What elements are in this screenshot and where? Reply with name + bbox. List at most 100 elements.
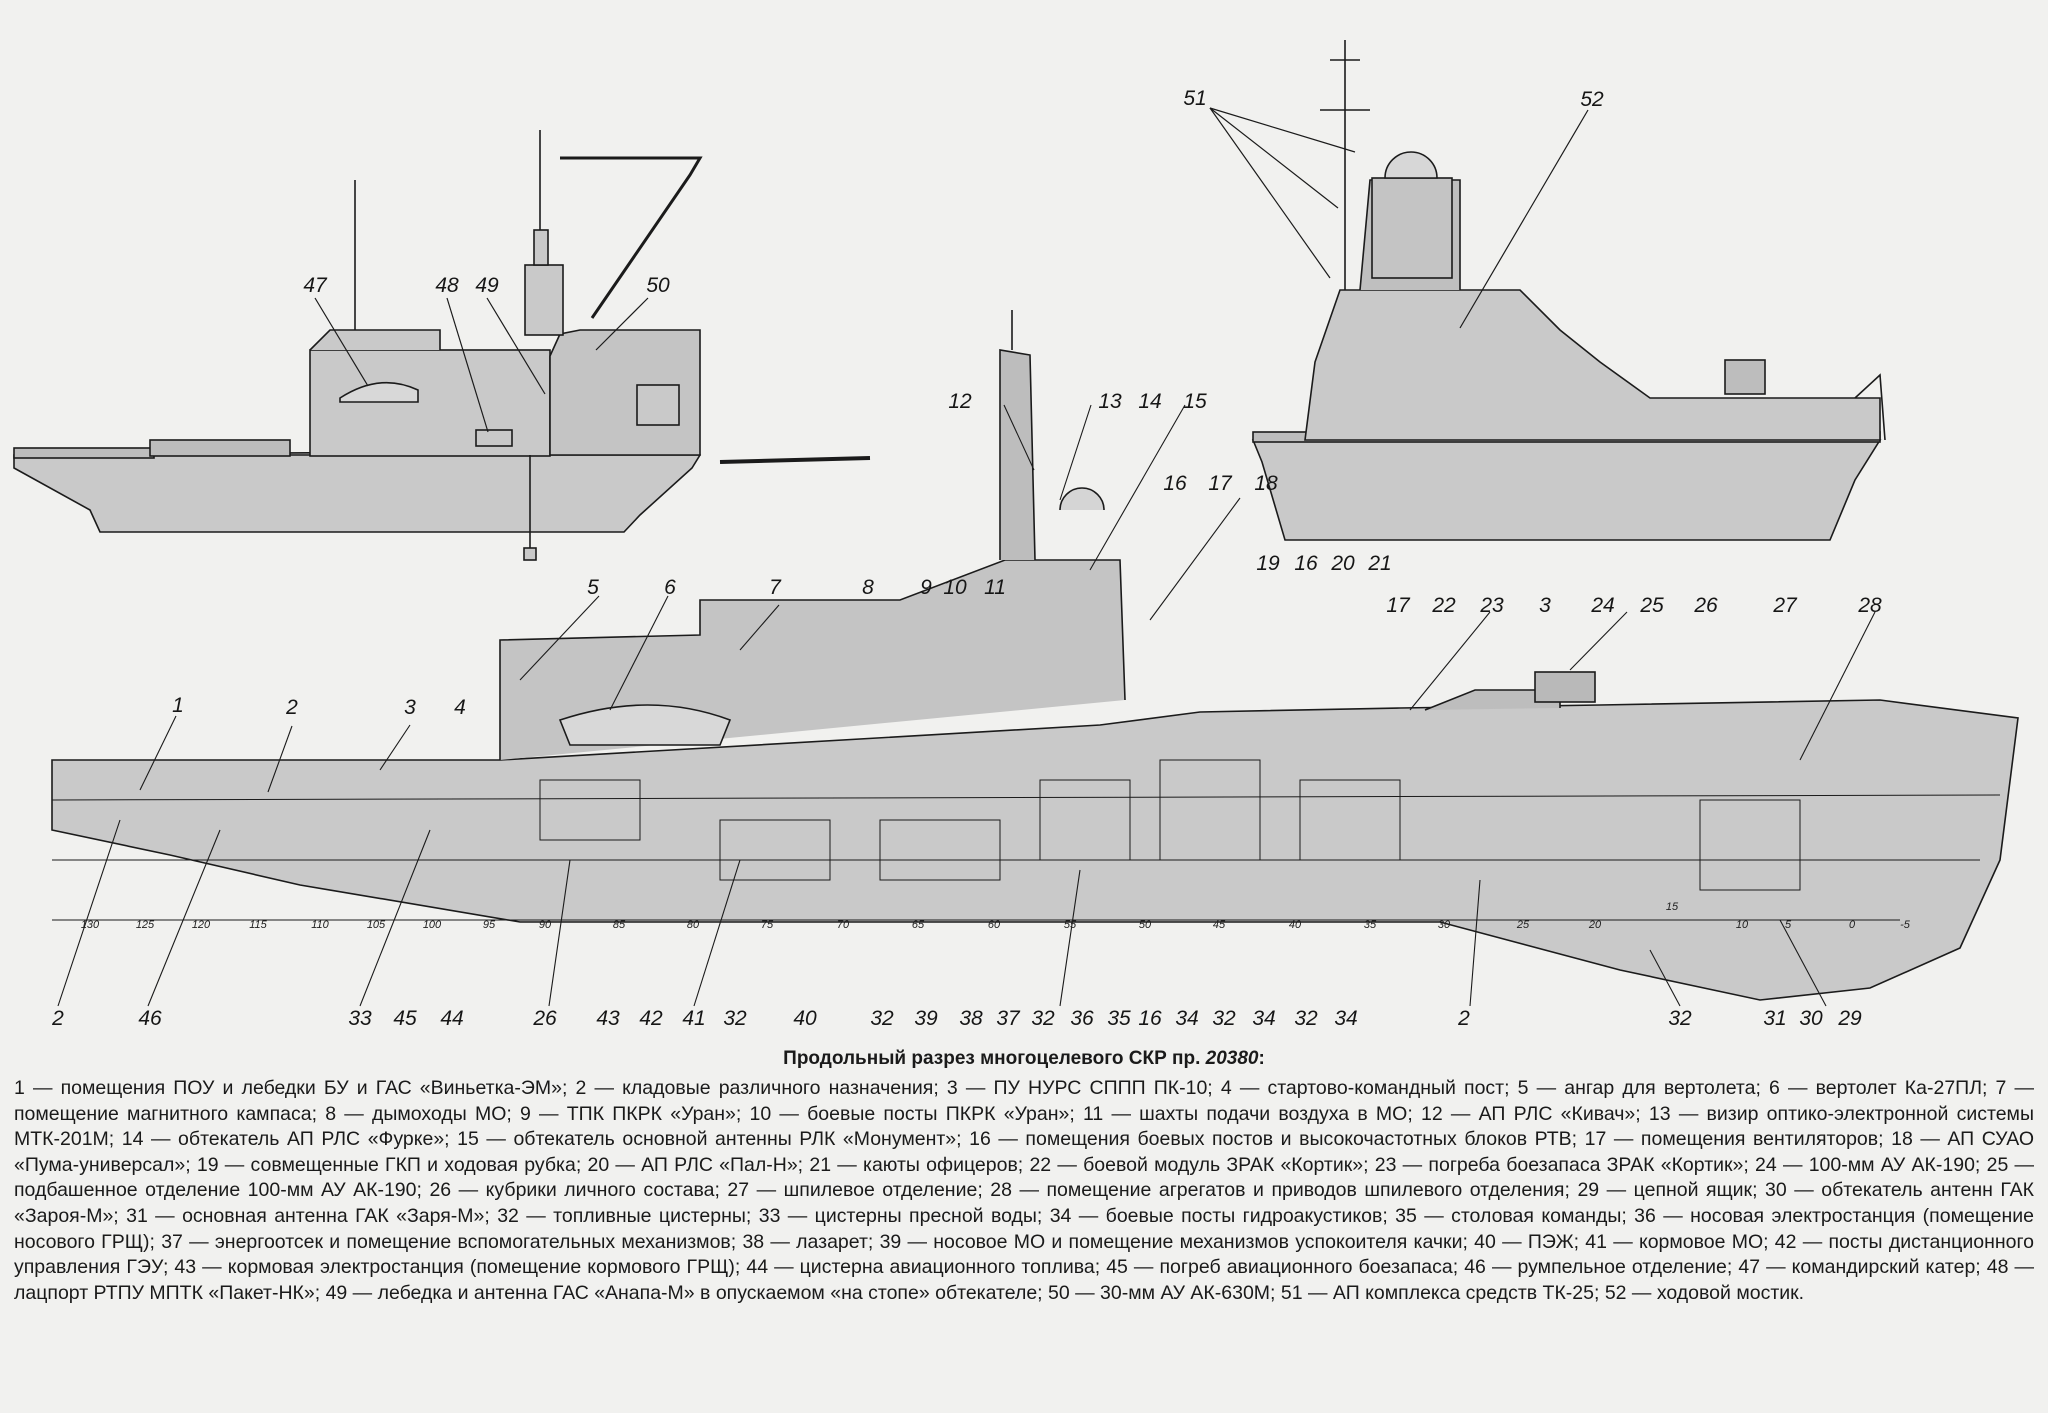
frame-label: 55: [1064, 919, 1077, 931]
legend-item: 9 — ТПК ПКРК «Уран»;: [520, 1102, 750, 1125]
callout: 15: [1183, 390, 1207, 413]
callout: 48: [435, 274, 459, 297]
bow-callouts: 51 52: [1183, 87, 1604, 111]
callout: 40: [793, 1007, 817, 1030]
legend-item: 50 — 30-мм АУ АК-630М;: [1048, 1281, 1281, 1304]
callout: 37: [996, 1007, 1021, 1030]
legend-item: 25 — подбашенное отделение 100-мм АУ АК-…: [14, 1153, 2035, 1202]
legend-item: 26 — кубрики личного состава;: [429, 1179, 728, 1202]
legend-item: 10 — боевые посты ПКРК «Уран»;: [749, 1102, 1083, 1125]
legend-item: 45 — погреб авиационного боезапаса;: [1106, 1256, 1465, 1279]
legend-item: 51 — АП комплекса средств ТК-25;: [1280, 1281, 1605, 1304]
project-number: 20380: [1205, 1048, 1259, 1069]
legend-item: 13 — визир оптико-электронной системы МТ…: [14, 1102, 2034, 1151]
callout: 26: [532, 1007, 557, 1030]
callout: 47: [303, 274, 328, 297]
frame-label: 100: [423, 919, 442, 931]
frame-label: 30: [1438, 919, 1451, 931]
stern-view: [13, 130, 703, 561]
callout: 36: [1070, 1007, 1094, 1030]
callout: 5: [587, 576, 599, 599]
legend-item: 16 — помещения боевых постов и высокочас…: [969, 1128, 1585, 1151]
frame-label: 85: [613, 919, 626, 931]
callout: 41: [682, 1007, 705, 1030]
callout: 16: [1163, 472, 1187, 495]
callout: 21: [1367, 552, 1391, 575]
callout: 1: [172, 694, 184, 717]
legend-item: 35 — столовая команды;: [1395, 1204, 1635, 1227]
frame-label: 70: [837, 919, 850, 931]
legend-item: 39 — носовое МО и помещение механизмов у…: [879, 1230, 1475, 1253]
callout: 51: [1183, 87, 1206, 110]
callout: 46: [138, 1007, 162, 1030]
bow-view: [1209, 40, 1886, 541]
callout: 11: [984, 576, 1006, 599]
ship-diagram: 47 48 49 50 51 52 1 2 3 4 5 6 7 8 9 10 1…: [13, 40, 2019, 1030]
frame-label: 50: [1139, 919, 1152, 931]
legend-item: 48 — лацпорт РТПУ МПТК «Пакет-НК»;: [14, 1256, 2035, 1304]
legend-item: 23 — погреба боезапаса ЗРАК «Кортик»;: [1374, 1153, 1756, 1176]
callout: 27: [1772, 594, 1798, 617]
callout: 44: [440, 1007, 463, 1030]
callout: 45: [393, 1007, 417, 1030]
legend-item: 4 — стартово-командный пост;: [1220, 1077, 1518, 1099]
frame-label: 45: [1213, 919, 1226, 931]
frame-label: 60: [988, 919, 1001, 931]
frame-label: 110: [311, 919, 329, 931]
legend-item: 28 — помещение агрегатов и приводов шпил…: [990, 1179, 1578, 1202]
longitudinal-section: [51, 310, 2019, 1001]
callout: 7: [769, 576, 782, 599]
legend-item: 21 — каюты офицеров;: [809, 1153, 1030, 1176]
frame-label: 40: [1289, 919, 1302, 931]
legend-item: 37 — энергоотсек и помещение вспомогател…: [161, 1230, 743, 1253]
callout: 38: [959, 1007, 983, 1030]
callout: 26: [1693, 594, 1718, 617]
legend-item: 19 — совмещенные ГКП и ходовая рубка;: [196, 1153, 588, 1176]
legend-item: 5 — ангар для вертолета;: [1517, 1077, 1770, 1099]
callout: 32: [870, 1007, 894, 1030]
legend-item: 44 — цистерна авиационного топлива;: [746, 1256, 1107, 1279]
frame-label: 105: [367, 919, 386, 931]
callout: 10: [943, 576, 967, 599]
legend-item: 22 — боевой модуль ЗРАК «Кортик»;: [1029, 1153, 1375, 1176]
callout: 32: [1031, 1007, 1055, 1030]
callout: 12: [948, 390, 972, 413]
legend-item: 29 — цепной ящик;: [1577, 1179, 1766, 1202]
callout: 19: [1256, 552, 1280, 575]
legend-item: 17 — помещения вентиляторов;: [1584, 1128, 1892, 1151]
frame-label: 115: [249, 919, 267, 931]
callout: 43: [596, 1007, 620, 1030]
caption-title-text: Продольный разрез многоцелевого СКР пр.: [783, 1048, 1206, 1069]
callout: 8: [862, 576, 874, 599]
legend-item: 41 — кормовое МО;: [1585, 1230, 1775, 1253]
callout: 2: [51, 1007, 64, 1030]
legend-item: 2 — кладовые различного назначения;: [575, 1077, 947, 1099]
legend-item: 20 — АП РЛС «Пал-Н»;: [587, 1153, 810, 1176]
frame-label: 90: [539, 919, 552, 931]
callout: 34: [1334, 1007, 1357, 1030]
callout: 52: [1580, 88, 1604, 111]
legend-item: 12 — АП РЛС «Кивач»;: [1420, 1102, 1649, 1125]
legend-item: 52 — ходовой мостик.: [1604, 1281, 1805, 1304]
callout: 34: [1252, 1007, 1275, 1030]
frame-label: 65: [912, 919, 925, 931]
caption: Продольный разрез многоцелевого СКР пр. …: [14, 1048, 2034, 1306]
callout: 32: [1294, 1007, 1318, 1030]
legend-item: 14 — обтекатель АП РЛС «Фурке»;: [121, 1128, 458, 1151]
legend-item: 42 — посты дистанционного управления ГЭУ…: [14, 1230, 2034, 1279]
frame-label: 125: [136, 919, 155, 931]
callout: 13: [1098, 390, 1122, 413]
frame-label: 10: [1736, 919, 1749, 931]
callout: 34: [1175, 1007, 1198, 1030]
callout: 16: [1138, 1007, 1162, 1030]
callout: 22: [1431, 594, 1456, 617]
callout: 24: [1590, 594, 1614, 617]
frame-label: 35: [1364, 919, 1377, 931]
legend-item: 3 — ПУ НУРС СППП ПК-10;: [946, 1077, 1221, 1099]
legend-text: 1 — помещения ПОУ и лебедки БУ и ГАС «Ви…: [14, 1076, 2034, 1306]
legend-item: 49 — лебедка и антенна ГАС «Анапа-М» в о…: [325, 1281, 1049, 1304]
callout: 3: [404, 696, 416, 719]
callout: 28: [1857, 594, 1882, 617]
legend-item: 27 — шпилевое отделение;: [727, 1179, 991, 1202]
legend-item: 47 — командирский катер;: [1738, 1256, 1987, 1279]
